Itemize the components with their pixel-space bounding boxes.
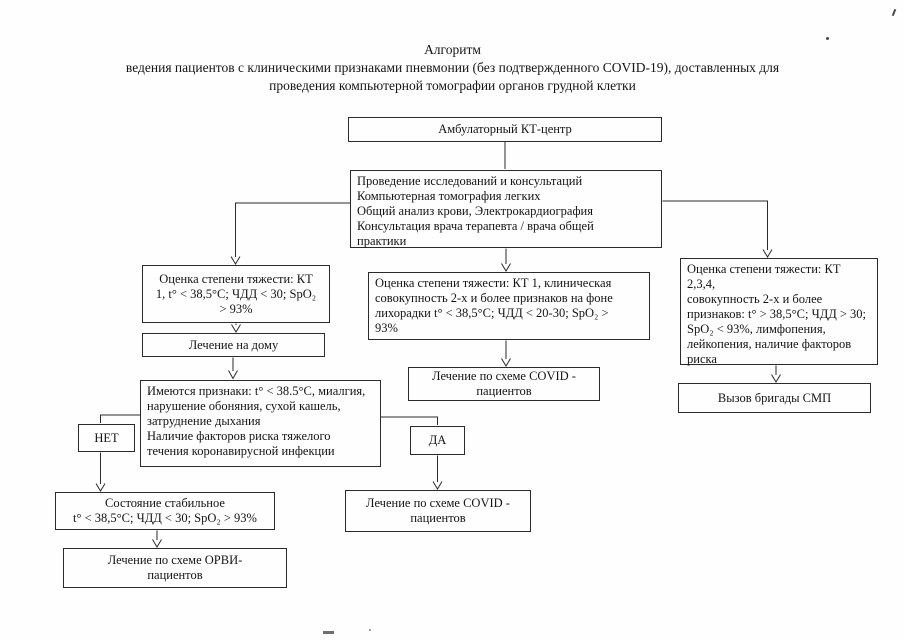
arrowhead-icon	[762, 249, 773, 258]
document-title: Алгоритм ведения пациентов с клиническим…	[0, 41, 905, 96]
node-severity-kt234-severe: Оценка степени тяжести: КТ 2,3,4, совоку…	[680, 258, 878, 366]
arrowhead-icon	[228, 370, 238, 380]
node-examinations-consultations: Проведение исследований и консультаций К…	[350, 170, 662, 248]
node-ambulatory-ct-center: Амбулаторный КТ-центр	[348, 117, 662, 142]
node-branch-no: НЕТ	[78, 424, 135, 452]
arrowhead-icon	[501, 358, 511, 367]
connector-line	[235, 202, 351, 257]
node-severity-kt1-mild: Оценка степени тяжести: КТ 1, t° < 38,5°…	[142, 265, 330, 323]
node-stable-state: Состояние стабильное t° < 38,5°C; ЧДД < …	[55, 492, 275, 530]
connector-line	[662, 200, 768, 250]
arrowhead-icon	[231, 324, 241, 333]
node-home-treatment: Лечение на дому	[142, 333, 325, 357]
node-signs-check: Имеются признаки: t° < 38.5°C, миалгия, …	[140, 380, 381, 467]
scan-artifact-dot	[826, 37, 829, 40]
arrowhead-icon	[432, 481, 443, 490]
node-severity-kt1-moderate: Оценка степени тяжести: КТ 1, клиническа…	[368, 272, 650, 340]
arrowhead-icon	[501, 263, 511, 272]
scan-artifact-smudge	[323, 631, 334, 634]
arrowhead-icon	[230, 256, 241, 265]
node-covid-treatment-1: Лечение по схеме COVID - пациентов	[408, 367, 600, 401]
title-line-2: ведения пациентов с клиническими признак…	[125, 60, 780, 76]
arrowhead-icon	[95, 483, 106, 492]
scan-artifact-speck	[369, 629, 371, 631]
arrowhead-icon	[771, 374, 781, 383]
arrowhead-icon	[152, 539, 162, 548]
connector-line	[100, 414, 141, 423]
node-branch-yes: ДА	[410, 426, 465, 455]
node-orvi-treatment: Лечение по схеме ОРВИ- пациентов	[63, 548, 287, 588]
title-line-3: проведения компьютерной томографии орган…	[269, 78, 636, 94]
node-ems-call: Вызов бригады СМП	[678, 383, 871, 413]
connector-line	[381, 416, 438, 425]
title-line-1: Алгоритм	[424, 42, 481, 57]
node-covid-treatment-2: Лечение по схеме COVID - пациентов	[345, 490, 531, 532]
